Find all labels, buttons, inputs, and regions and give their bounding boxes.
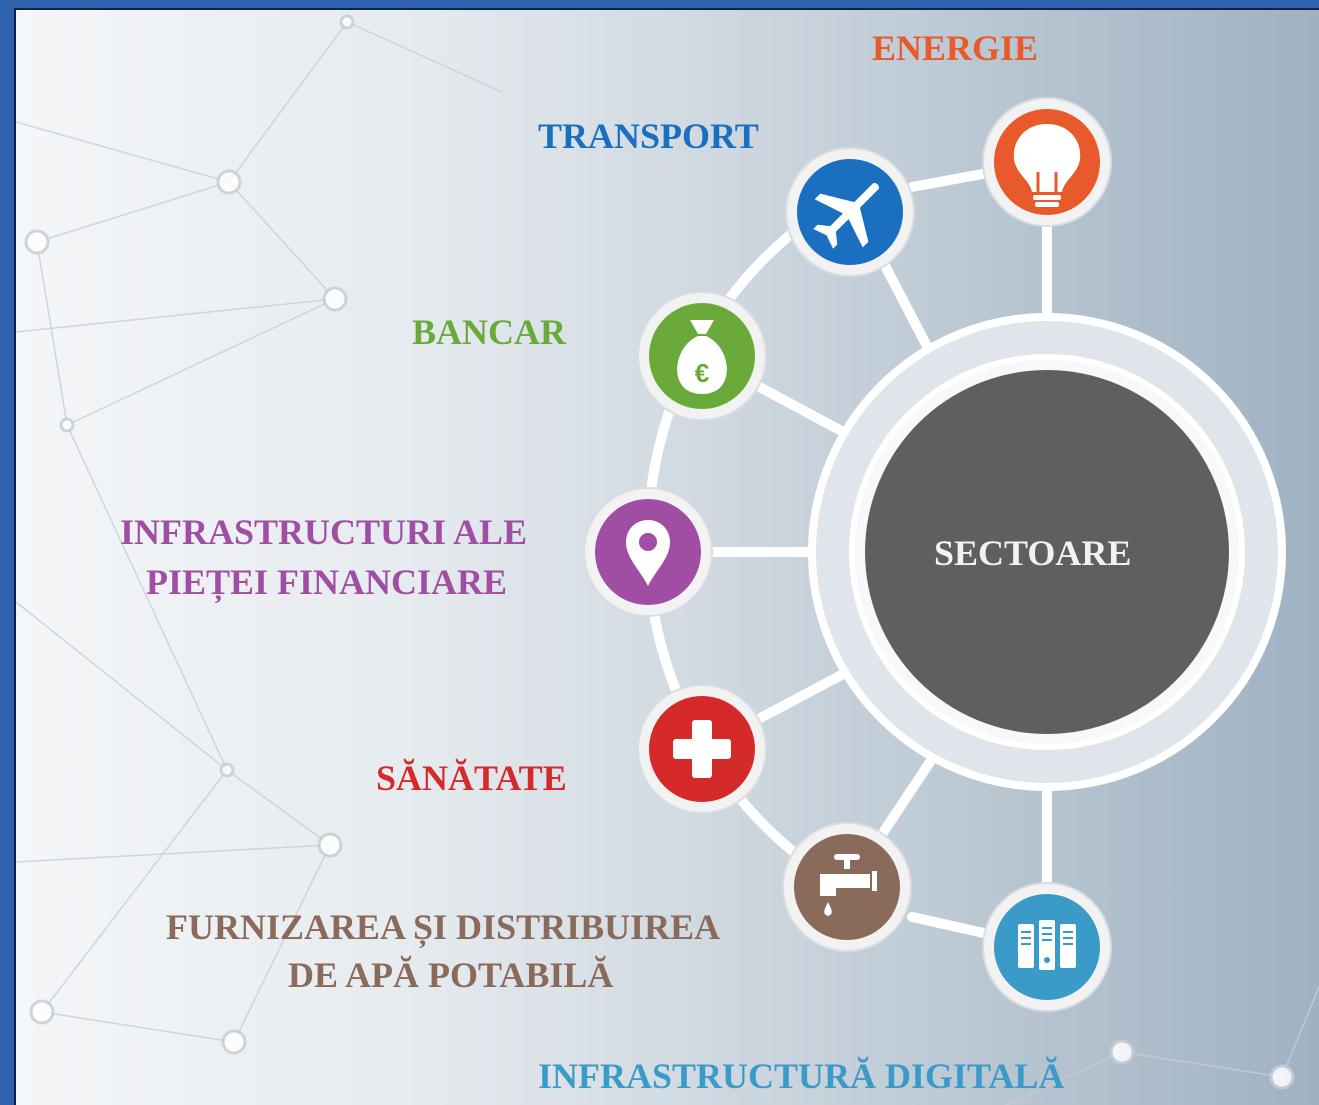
center-title: SECTOARE: [934, 533, 1132, 573]
node-bancar: €: [637, 291, 767, 421]
label-infrastructuri-line2: PIEȚEI FINANCIARE: [146, 562, 508, 602]
node-digital: [982, 882, 1112, 1012]
label-apa-line2: DE APĂ POTABILĂ: [288, 955, 614, 995]
water-tap-icon: [820, 854, 877, 916]
airplane-icon: [813, 183, 879, 249]
label-bancar: BANCAR: [412, 312, 567, 352]
diagram-graphics: €: [16, 14, 1319, 1105]
label-infrastructuri-line1: INFRASTRUCTURI ALE: [120, 512, 528, 552]
label-digital: INFRASTRUCTURĂ DIGITALĂ: [538, 1056, 1065, 1096]
network-background: [16, 21, 1319, 1105]
label-transport: TRANSPORT: [538, 116, 759, 156]
node-infrastructuri: [583, 487, 713, 617]
medical-cross-icon: [673, 720, 731, 778]
network-nodes: [24, 14, 1295, 1090]
node-energie: [982, 97, 1112, 227]
label-apa-line1: FURNIZAREA ȘI DISTRIBUIREA: [166, 907, 721, 947]
location-pin-icon: [626, 520, 670, 586]
svg-text:€: €: [695, 358, 709, 388]
node-sanatate: [637, 684, 767, 814]
label-energie: ENERGIE: [872, 28, 1039, 68]
node-transport: [785, 147, 915, 277]
center-circle: [865, 370, 1229, 734]
server-icon: [1018, 920, 1076, 970]
lightbulb-icon: [1013, 124, 1081, 207]
money-bag-euro-icon: €: [677, 320, 727, 394]
label-sanatate: SĂNĂTATE: [376, 758, 567, 798]
diagram-panel: €: [14, 8, 1319, 1105]
node-apa: [782, 822, 912, 952]
